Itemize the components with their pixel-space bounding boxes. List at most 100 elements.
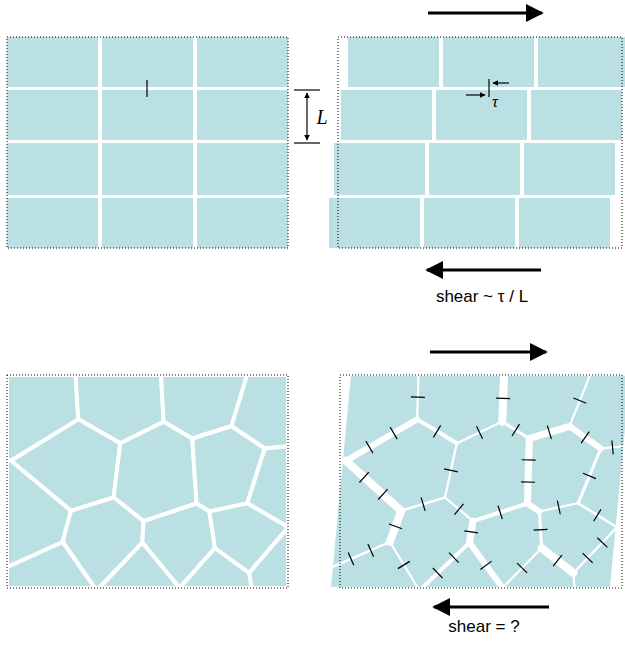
dislocation-mark [421, 497, 425, 510]
grain-boundary [469, 543, 502, 588]
grain-boundary [473, 503, 528, 521]
brick [7, 37, 98, 87]
brick [436, 90, 527, 140]
brick [7, 90, 98, 140]
dislocation-mark [534, 529, 548, 531]
grain [573, 528, 616, 588]
sheared-grain-panel [330, 375, 625, 588]
grain-boundary [332, 542, 390, 567]
grain-boundary [346, 461, 401, 511]
dislocation-mark [348, 553, 354, 566]
brick [348, 37, 439, 87]
dislocation-mark [398, 561, 410, 568]
dislocation-mark [553, 555, 562, 566]
brick [7, 198, 98, 248]
shear-question: shear = ? [448, 617, 519, 637]
dislocation-mark [480, 561, 491, 569]
grain-boundary [457, 422, 502, 444]
dislocation-mark [378, 489, 387, 499]
brick [519, 198, 610, 248]
shear-arrow [430, 351, 546, 354]
dislocation-mark [581, 432, 589, 443]
dislocation-mark [366, 441, 373, 453]
grain [249, 528, 288, 588]
brick [197, 198, 288, 248]
shear-arrow [434, 606, 549, 609]
dimension-arrow [306, 93, 307, 140]
grain-boundary [529, 426, 569, 438]
grain-boundary [578, 449, 601, 504]
dislocation-mark [433, 425, 440, 437]
brick [102, 143, 193, 195]
brick [197, 37, 288, 87]
grain-boundary [401, 497, 445, 510]
grain-boundary [502, 422, 529, 439]
dislocation-mark [522, 459, 536, 461]
brick [197, 143, 288, 195]
dimension-line [294, 142, 320, 143]
grain-boundary [346, 419, 417, 460]
brick [531, 90, 622, 140]
brick [334, 143, 425, 195]
dislocation-mark [454, 504, 463, 515]
dislocation-mark [521, 481, 535, 483]
stress-arrow [493, 82, 509, 83]
brick [329, 198, 420, 248]
shear-arrow [427, 269, 541, 272]
dislocation-mark [573, 398, 586, 403]
grain-boundary [422, 543, 469, 588]
dislocation-mark [517, 563, 527, 573]
dislocation-mark [359, 472, 368, 482]
dislocation-mark [389, 524, 402, 529]
grain-boundary [527, 439, 529, 504]
tick-mark [488, 79, 489, 97]
dislocation-mark [496, 397, 510, 399]
dimension-line [294, 89, 320, 90]
panel-frame [338, 37, 622, 248]
dislocation-mark [477, 426, 483, 439]
panel-frame [7, 37, 288, 248]
grain-boundary [578, 503, 617, 527]
dislocation-mark [512, 424, 519, 436]
panel-frame [340, 375, 622, 588]
brick [102, 90, 193, 140]
dislocation-mark [368, 544, 374, 557]
grain-boundary [390, 511, 401, 542]
dislocation-mark [433, 568, 443, 578]
brick [524, 143, 615, 195]
brick [538, 37, 625, 87]
grain-boundary [445, 443, 457, 497]
dislocation-mark [449, 553, 459, 563]
dimension-label: L [316, 106, 327, 129]
tick-mark [146, 80, 147, 97]
grain-boundary [542, 548, 574, 573]
panel-frame [7, 375, 288, 588]
grain-boundary [573, 573, 574, 588]
stress-arrow [466, 94, 485, 95]
brick [197, 90, 288, 140]
grain [7, 542, 95, 588]
dislocation-mark [498, 506, 502, 519]
grain-boundary [570, 426, 601, 448]
grain-boundary [573, 528, 616, 573]
grain-boundary [390, 542, 418, 588]
grain [99, 543, 179, 588]
shear-arrow [428, 12, 542, 15]
grain [503, 548, 575, 588]
dislocation-mark [583, 473, 596, 478]
brick [341, 90, 432, 140]
brick [102, 37, 193, 87]
stress-label: τ [492, 92, 498, 112]
dislocation-mark [597, 538, 607, 548]
dislocation-mark [411, 396, 425, 398]
dislocation-mark [612, 440, 613, 454]
grain-boundary [570, 375, 591, 426]
shear-formula: shear ~ τ / L [436, 287, 528, 307]
grain [445, 422, 529, 521]
grain-boundary [503, 548, 542, 588]
dislocation-mark [390, 427, 397, 439]
dislocation-mark [547, 426, 551, 439]
grain-boundary [417, 419, 457, 443]
grain [422, 543, 502, 588]
